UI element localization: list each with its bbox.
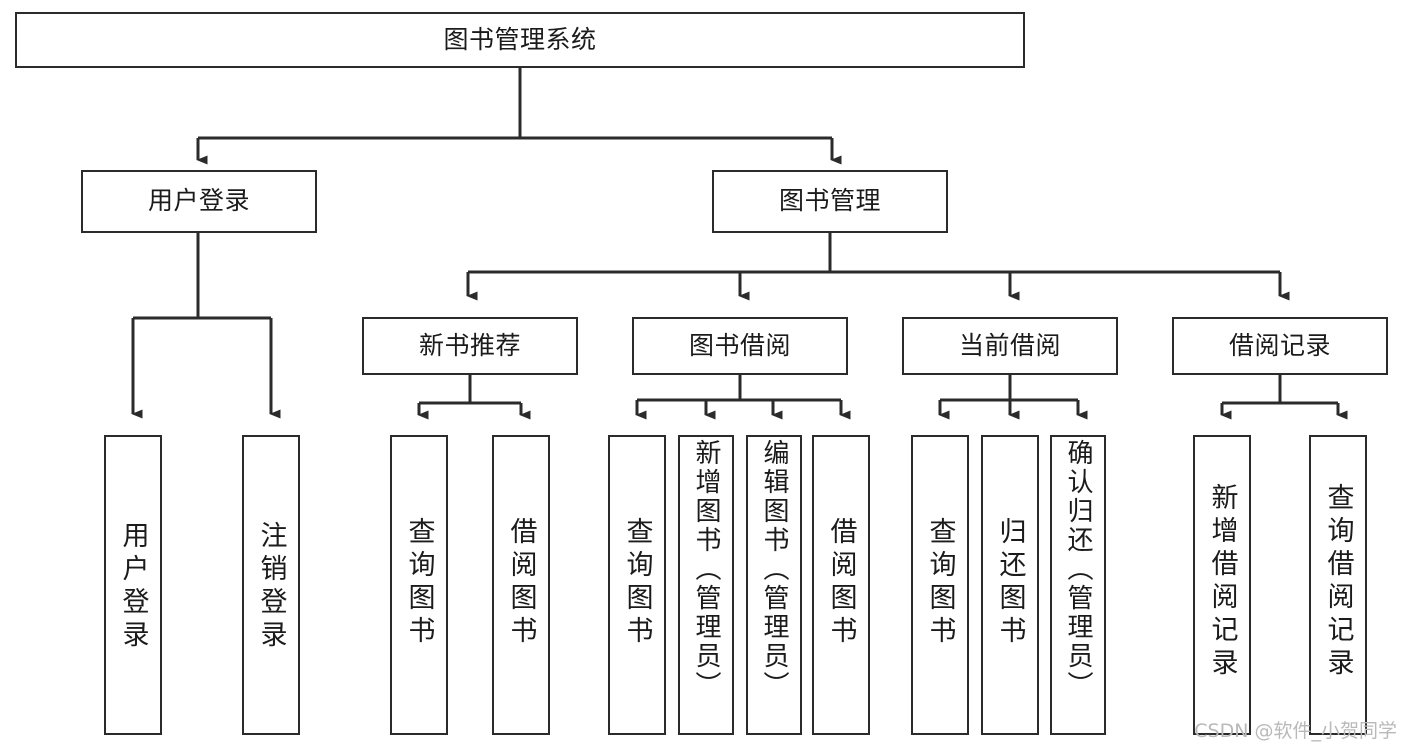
leaf-user-login[interactable]: 用户登录	[104, 435, 162, 735]
node-label: 借阅图书	[505, 517, 537, 649]
node-label: 注销登录	[255, 521, 287, 653]
node-label: 图书借阅	[688, 330, 791, 360]
leaf-query-book-borrow[interactable]: 查询图书	[608, 435, 666, 735]
watermark: CSDN @软件_小贺同学	[1194, 720, 1397, 742]
node-label: 查询图书	[621, 517, 653, 649]
node-label: 查询图书	[403, 517, 435, 649]
node-label: 用户登录	[117, 521, 149, 653]
node-label: 新增图书（管理员）	[691, 439, 721, 700]
leaf-add-book-admin[interactable]: 新增图书（管理员）	[678, 435, 734, 735]
leaf-query-book-current[interactable]: 查询图书	[911, 435, 969, 735]
node-label: 图书管理系统	[443, 24, 597, 54]
node-label: 查询图书	[924, 517, 956, 649]
leaf-add-borrow-record[interactable]: 新增借阅记录	[1193, 435, 1251, 735]
node-book-borrow[interactable]: 图书借阅	[632, 317, 848, 375]
node-user-login[interactable]: 用户登录	[81, 170, 317, 233]
node-label: 当前借阅	[958, 330, 1061, 360]
node-label: 用户登录	[147, 186, 250, 216]
node-label: 借阅图书	[825, 517, 857, 649]
node-current-borrow[interactable]: 当前借阅	[902, 317, 1118, 375]
leaf-query-book-recommend[interactable]: 查询图书	[390, 435, 448, 735]
node-book-management[interactable]: 图书管理	[712, 170, 948, 233]
leaf-query-borrow-record[interactable]: 查询借阅记录	[1309, 435, 1367, 735]
leaf-edit-book-admin[interactable]: 编辑图书（管理员）	[746, 435, 802, 735]
leaf-confirm-return-admin[interactable]: 确认归还（管理员）	[1050, 435, 1106, 735]
leaf-logout[interactable]: 注销登录	[242, 435, 300, 735]
node-label: 归还图书	[994, 517, 1026, 649]
node-root-book-management-system[interactable]: 图书管理系统	[15, 12, 1025, 68]
node-borrow-record[interactable]: 借阅记录	[1172, 317, 1388, 375]
node-label: 图书管理	[778, 186, 881, 216]
node-label: 查询借阅记录	[1322, 483, 1354, 681]
leaf-borrow-book[interactable]: 借阅图书	[812, 435, 870, 735]
node-label: 借阅记录	[1228, 330, 1331, 360]
leaf-borrow-book-recommend[interactable]: 借阅图书	[492, 435, 550, 735]
node-label: 编辑图书（管理员）	[759, 439, 789, 700]
node-new-book-recommend[interactable]: 新书推荐	[362, 317, 578, 375]
node-label: 新增借阅记录	[1206, 483, 1238, 681]
node-label: 新书推荐	[418, 330, 521, 360]
node-label: 确认归还（管理员）	[1063, 439, 1093, 700]
leaf-return-book[interactable]: 归还图书	[981, 435, 1039, 735]
